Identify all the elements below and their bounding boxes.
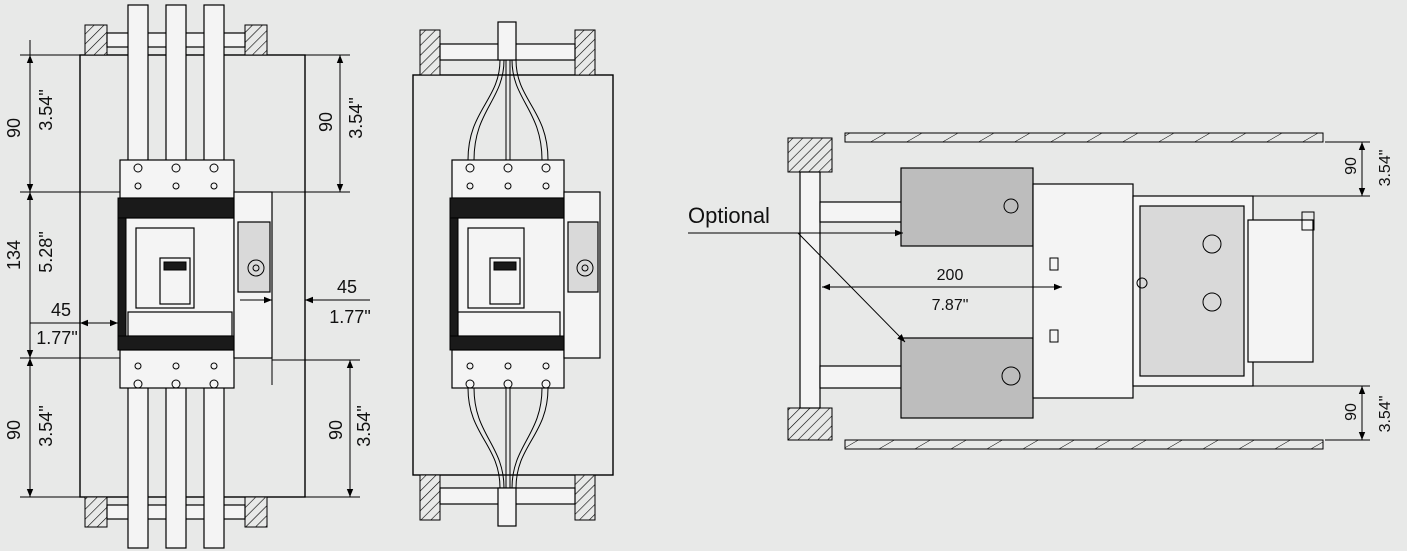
dim-c-bot-mm: 90 [1343,403,1360,421]
bottom-wall-right [574,474,596,521]
bottom-wall-left [419,474,441,521]
dim-depth-mm: 200 [937,267,964,284]
front-view-dimensioned: 90 3.54" 134 5.28" 90 3.54" 45 1.77" 90 … [4,4,374,549]
top-wall-left [419,29,441,76]
side-view: Optional 200 7.87" 90 3.54" 90 3.54" [688,132,1394,450]
dimension-lines-right [240,54,370,498]
top-wall-right [244,24,268,56]
busbars-bottom [127,384,225,549]
optional-label: Optional [688,203,770,228]
dim-c-top-mm: 90 [1343,157,1360,175]
breaker-body [449,159,601,389]
dim-bot-in: 3.54" [36,405,56,446]
dim-mid-in: 5.28" [36,231,56,272]
busbars-top [127,4,225,164]
dim-right-in: 1.77" [329,307,370,327]
dim-bot-mm: 90 [4,420,24,440]
breaker-body [117,159,273,389]
dim-c-top-in: 3.54" [1377,150,1394,187]
top-wall-left [84,24,108,56]
dim-rbot-in: 3.54" [354,405,374,446]
dim-rtop-in: 3.54" [346,97,366,138]
mount-hatch-top [787,137,833,173]
dimension-lines-left [20,40,120,498]
dim-c-bot-in: 3.54" [1377,396,1394,433]
dim-top-in: 3.54" [36,89,56,130]
dim-top-mm: 90 [4,118,24,138]
dim-right-mm: 45 [337,277,357,297]
flex-cables [467,59,549,489]
dim-left-mm: 45 [51,300,71,320]
bottom-wall-right [244,496,268,528]
optional-block-top [900,167,1034,247]
wall-top [844,132,1324,143]
dim-rbot-mm: 90 [326,420,346,440]
dim-mid-mm: 134 [4,240,24,270]
dim-depth-in: 7.87" [932,297,969,314]
wall-bottom [844,439,1324,450]
dim-left-in: 1.77" [36,328,77,348]
front-view-flexible-cables [412,21,614,527]
dim-rtop-mm: 90 [316,112,336,132]
bottom-wall-left [84,496,108,528]
top-wall-right [574,29,596,76]
optional-block-bottom [900,337,1034,419]
mount-hatch-bottom [787,407,833,441]
